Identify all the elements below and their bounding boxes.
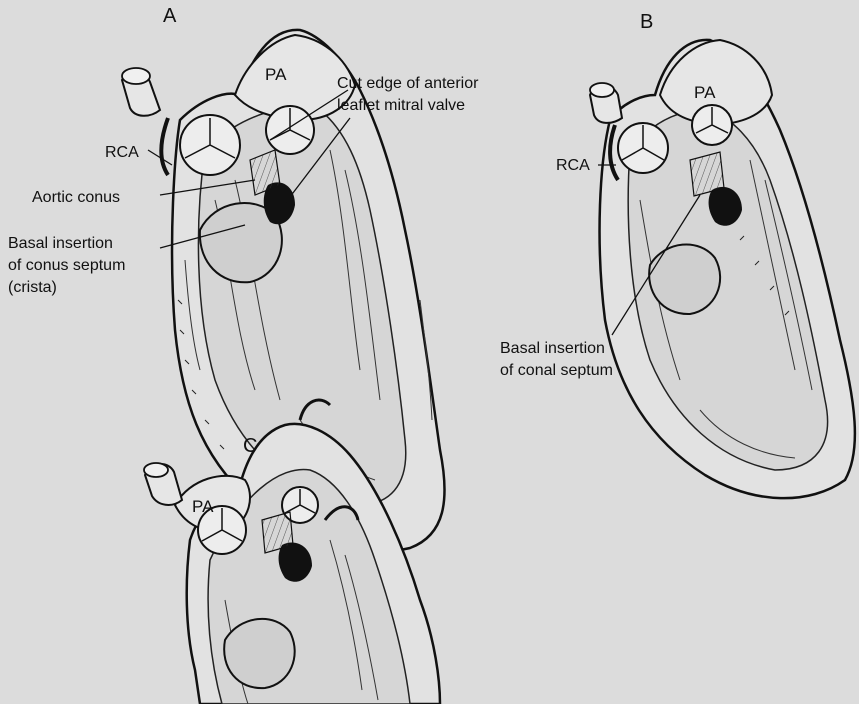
- panel-b-basal-label-1: Basal insertion: [500, 340, 605, 357]
- panel-c-septal-band: [262, 512, 293, 553]
- panel-b-letter: B: [640, 11, 653, 33]
- panel-b-pa-label: PA: [694, 83, 716, 102]
- panel-a-basal-label-1: Basal insertion: [8, 235, 113, 252]
- panel-a-basal-label-3: (crista): [8, 279, 57, 296]
- panel-b-rca-label: RCA: [556, 157, 590, 174]
- panel-c-vsd: [224, 619, 295, 688]
- panel-a-pa-label: PA: [265, 65, 287, 84]
- panel-b: [590, 40, 855, 498]
- panel-a-letter: A: [163, 5, 177, 27]
- panel-a-rca-label: RCA: [105, 144, 139, 161]
- panel-a-basal-label-2: of conus septum: [8, 257, 125, 274]
- panel-a-aortic-conus-label: Aortic conus: [32, 189, 120, 206]
- panel-a-cut-edge-label-1: Cut edge of anterior: [337, 75, 479, 92]
- panel-c-letter: C: [243, 435, 257, 457]
- panel-b-aorta-lumen: [590, 83, 614, 97]
- panel-c-pa-label: PA: [192, 497, 214, 516]
- panel-c-aorta-lumen: [144, 463, 168, 477]
- panel-a-cut-edge-label-2: leaflet mitral valve: [337, 97, 465, 114]
- panel-a-aorta-lumen: [122, 68, 150, 84]
- panel-b-vsd: [649, 244, 720, 314]
- panel-b-basal-label-2: of conal septum: [500, 362, 613, 379]
- panel-a-rca-vessel: [161, 118, 168, 175]
- panel-b-septal-band: [690, 152, 724, 196]
